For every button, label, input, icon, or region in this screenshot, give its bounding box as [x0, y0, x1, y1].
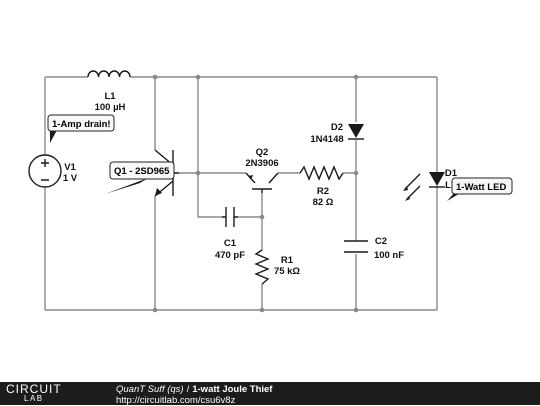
circuitlab-logo[interactable]: CIRCUIT LAB [6, 384, 62, 404]
callout-drain[interactable]: 1-Amp drain! [48, 115, 114, 143]
q2-value-label: 2N3906 [245, 158, 278, 169]
c2-value-label: 100 nF [374, 250, 404, 261]
l1-value-label: 100 µH [95, 102, 126, 113]
c1-value-label: 470 pF [215, 250, 245, 261]
circuit-url[interactable]: http://circuitlab.com/csu6v8z [116, 396, 272, 406]
r1-value-label: 75 kΩ [274, 266, 300, 277]
callout-drain-text: 1-Amp drain! [52, 119, 111, 130]
transistor-q2[interactable]: Q2 2N3906 [245, 147, 278, 193]
l1-ref-label: L1 [104, 91, 116, 102]
inductor-l1[interactable]: L1 100 µH [88, 71, 130, 113]
voltage-source-v1[interactable]: V1 1 V [29, 155, 78, 187]
d2-value-label: 1N4148 [310, 134, 343, 145]
callout-led-text: 1-Watt LED [456, 182, 506, 193]
callout-led[interactable]: 1-Watt LED [447, 178, 512, 201]
r1-ref-label: R1 [281, 255, 294, 266]
d1-value-label: L [445, 180, 451, 191]
led-d1[interactable]: D1 L [403, 168, 458, 201]
d2-ref-label: D2 [331, 122, 343, 133]
r2-ref-label: R2 [317, 186, 329, 197]
capacitor-c1[interactable]: C1 470 pF [215, 207, 245, 261]
meta-separator: / [184, 384, 193, 395]
v1-ref-label: V1 [64, 162, 76, 173]
r2-value-label: 82 Ω [313, 197, 334, 208]
circuit-title: 1-watt Joule Thief [192, 384, 272, 395]
c2-ref-label: C2 [375, 236, 387, 247]
resistor-r2[interactable]: R2 82 Ω [300, 167, 343, 208]
v1-value-label: 1 V [63, 173, 78, 184]
resistor-r1[interactable]: R1 75 kΩ [256, 250, 300, 284]
d1-ref-label: D1 [445, 168, 458, 179]
circuit-meta: QuanT Suff (qs)/1-watt Joule Thief http:… [116, 385, 272, 406]
q2-ref-label: Q2 [256, 147, 269, 158]
c1-ref-label: C1 [224, 238, 237, 249]
light-emission-icon [403, 174, 420, 201]
author-name[interactable]: QuanT Suff (qs) [116, 384, 184, 395]
callout-q1-text: Q1 - 2SD965 [114, 166, 170, 177]
logo-top-text: CIRCUIT [6, 384, 62, 394]
capacitor-c2[interactable]: C2 100 nF [344, 236, 404, 261]
